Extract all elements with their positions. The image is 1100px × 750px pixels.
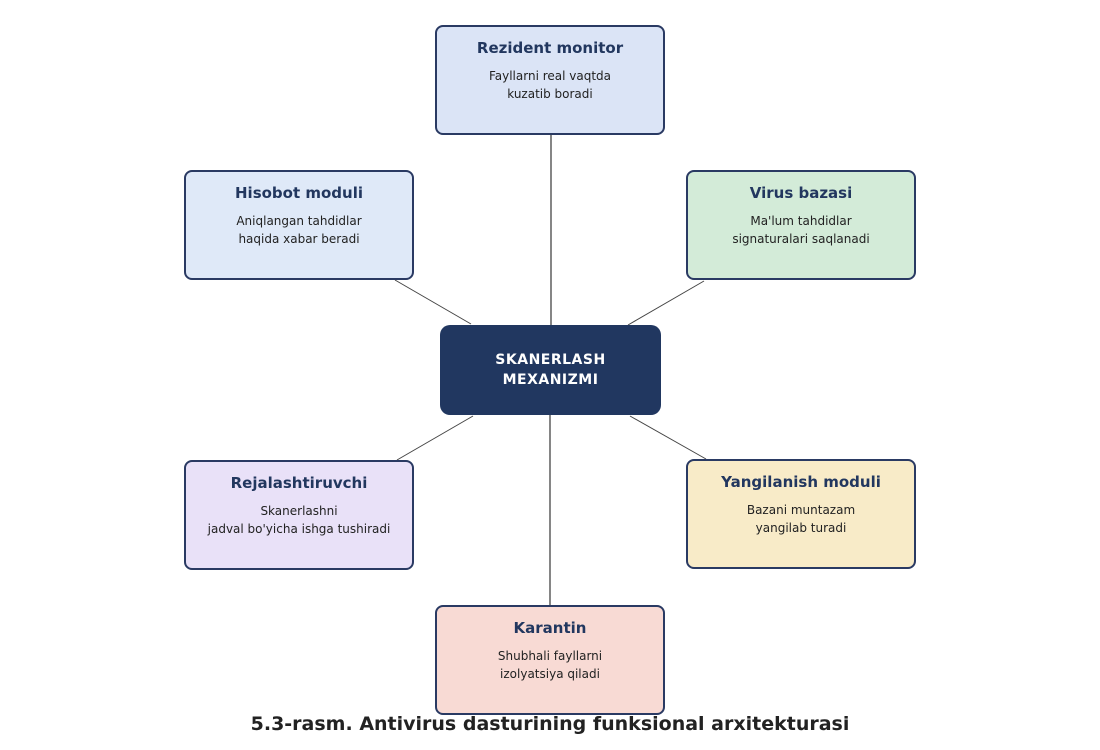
node-description-line: Skanerlashni — [260, 504, 338, 518]
figure-caption: 5.3-rasm. Antivirus dasturining funksion… — [250, 713, 850, 735]
node-description-line: jadval bo'yicha ishga tushiradi — [207, 522, 391, 536]
node-description: Shubhali fayllarni izolyatsiya qiladi — [437, 647, 663, 683]
node-description-line: izolyatsiya qiladi — [500, 667, 600, 681]
node-title: Virus bazasi — [749, 184, 853, 202]
center-node-scanning-engine: SKANERLASH MEXANIZMI — [440, 325, 661, 415]
node-title: Yangilanish moduli — [721, 473, 881, 491]
node-title: Rezident monitor — [476, 39, 624, 57]
node-description: Skanerlashni jadval bo'yicha ishga tushi… — [186, 502, 412, 538]
node-virus-bazasi: Virus bazasi Ma'lum tahdidlar signatural… — [686, 170, 916, 280]
connector-yangi — [629, 415, 707, 460]
node-description-line: Aniqlangan tahdidlar — [236, 214, 362, 228]
node-description-line: Fayllarni real vaqtda — [488, 69, 612, 83]
node-karantin: Karantin Shubhali fayllarni izolyatsiya … — [435, 605, 665, 715]
center-title-line: SKANERLASH — [495, 352, 606, 368]
node-description-line: signaturalari saqlanadi — [732, 232, 870, 246]
node-description-line: Bazani muntazam — [746, 503, 856, 517]
connector-virus — [627, 280, 705, 326]
node-description-line: kuzatib boradi — [507, 87, 593, 101]
node-hisobot-moduli: Hisobot moduli Aniqlangan tahdidlar haqi… — [184, 170, 414, 280]
node-title: Rejalashtiruvchi — [230, 474, 368, 492]
node-description-line: Ma'lum tahdidlar — [750, 214, 852, 228]
center-title-line: MEXANIZMI — [502, 372, 599, 388]
center-title: SKANERLASH MEXANIZMI — [461, 350, 641, 390]
node-description: Fayllarni real vaqtda kuzatib boradi — [437, 67, 663, 103]
connector-hisobot — [394, 279, 472, 325]
node-title: Hisobot moduli — [235, 184, 363, 202]
node-description-line: yangilab turadi — [755, 521, 847, 535]
node-description: Bazani muntazam yangilab turadi — [688, 501, 914, 537]
node-title: Karantin — [513, 619, 587, 637]
node-description: Ma'lum tahdidlar signaturalari saqlanadi — [688, 212, 914, 248]
node-description-line: Shubhali fayllarni — [497, 649, 603, 663]
node-yangilanish-moduli: Yangilanish moduli Bazani muntazam yangi… — [686, 459, 916, 569]
node-description: Aniqlangan tahdidlar haqida xabar beradi — [186, 212, 412, 248]
node-rezident-monitor: Rezident monitor Fayllarni real vaqtda k… — [435, 25, 665, 135]
node-description-line: haqida xabar beradi — [238, 232, 360, 246]
connector-reja — [396, 415, 474, 461]
node-rejalashtiruvchi: Rejalashtiruvchi Skanerlashni jadval bo'… — [184, 460, 414, 570]
